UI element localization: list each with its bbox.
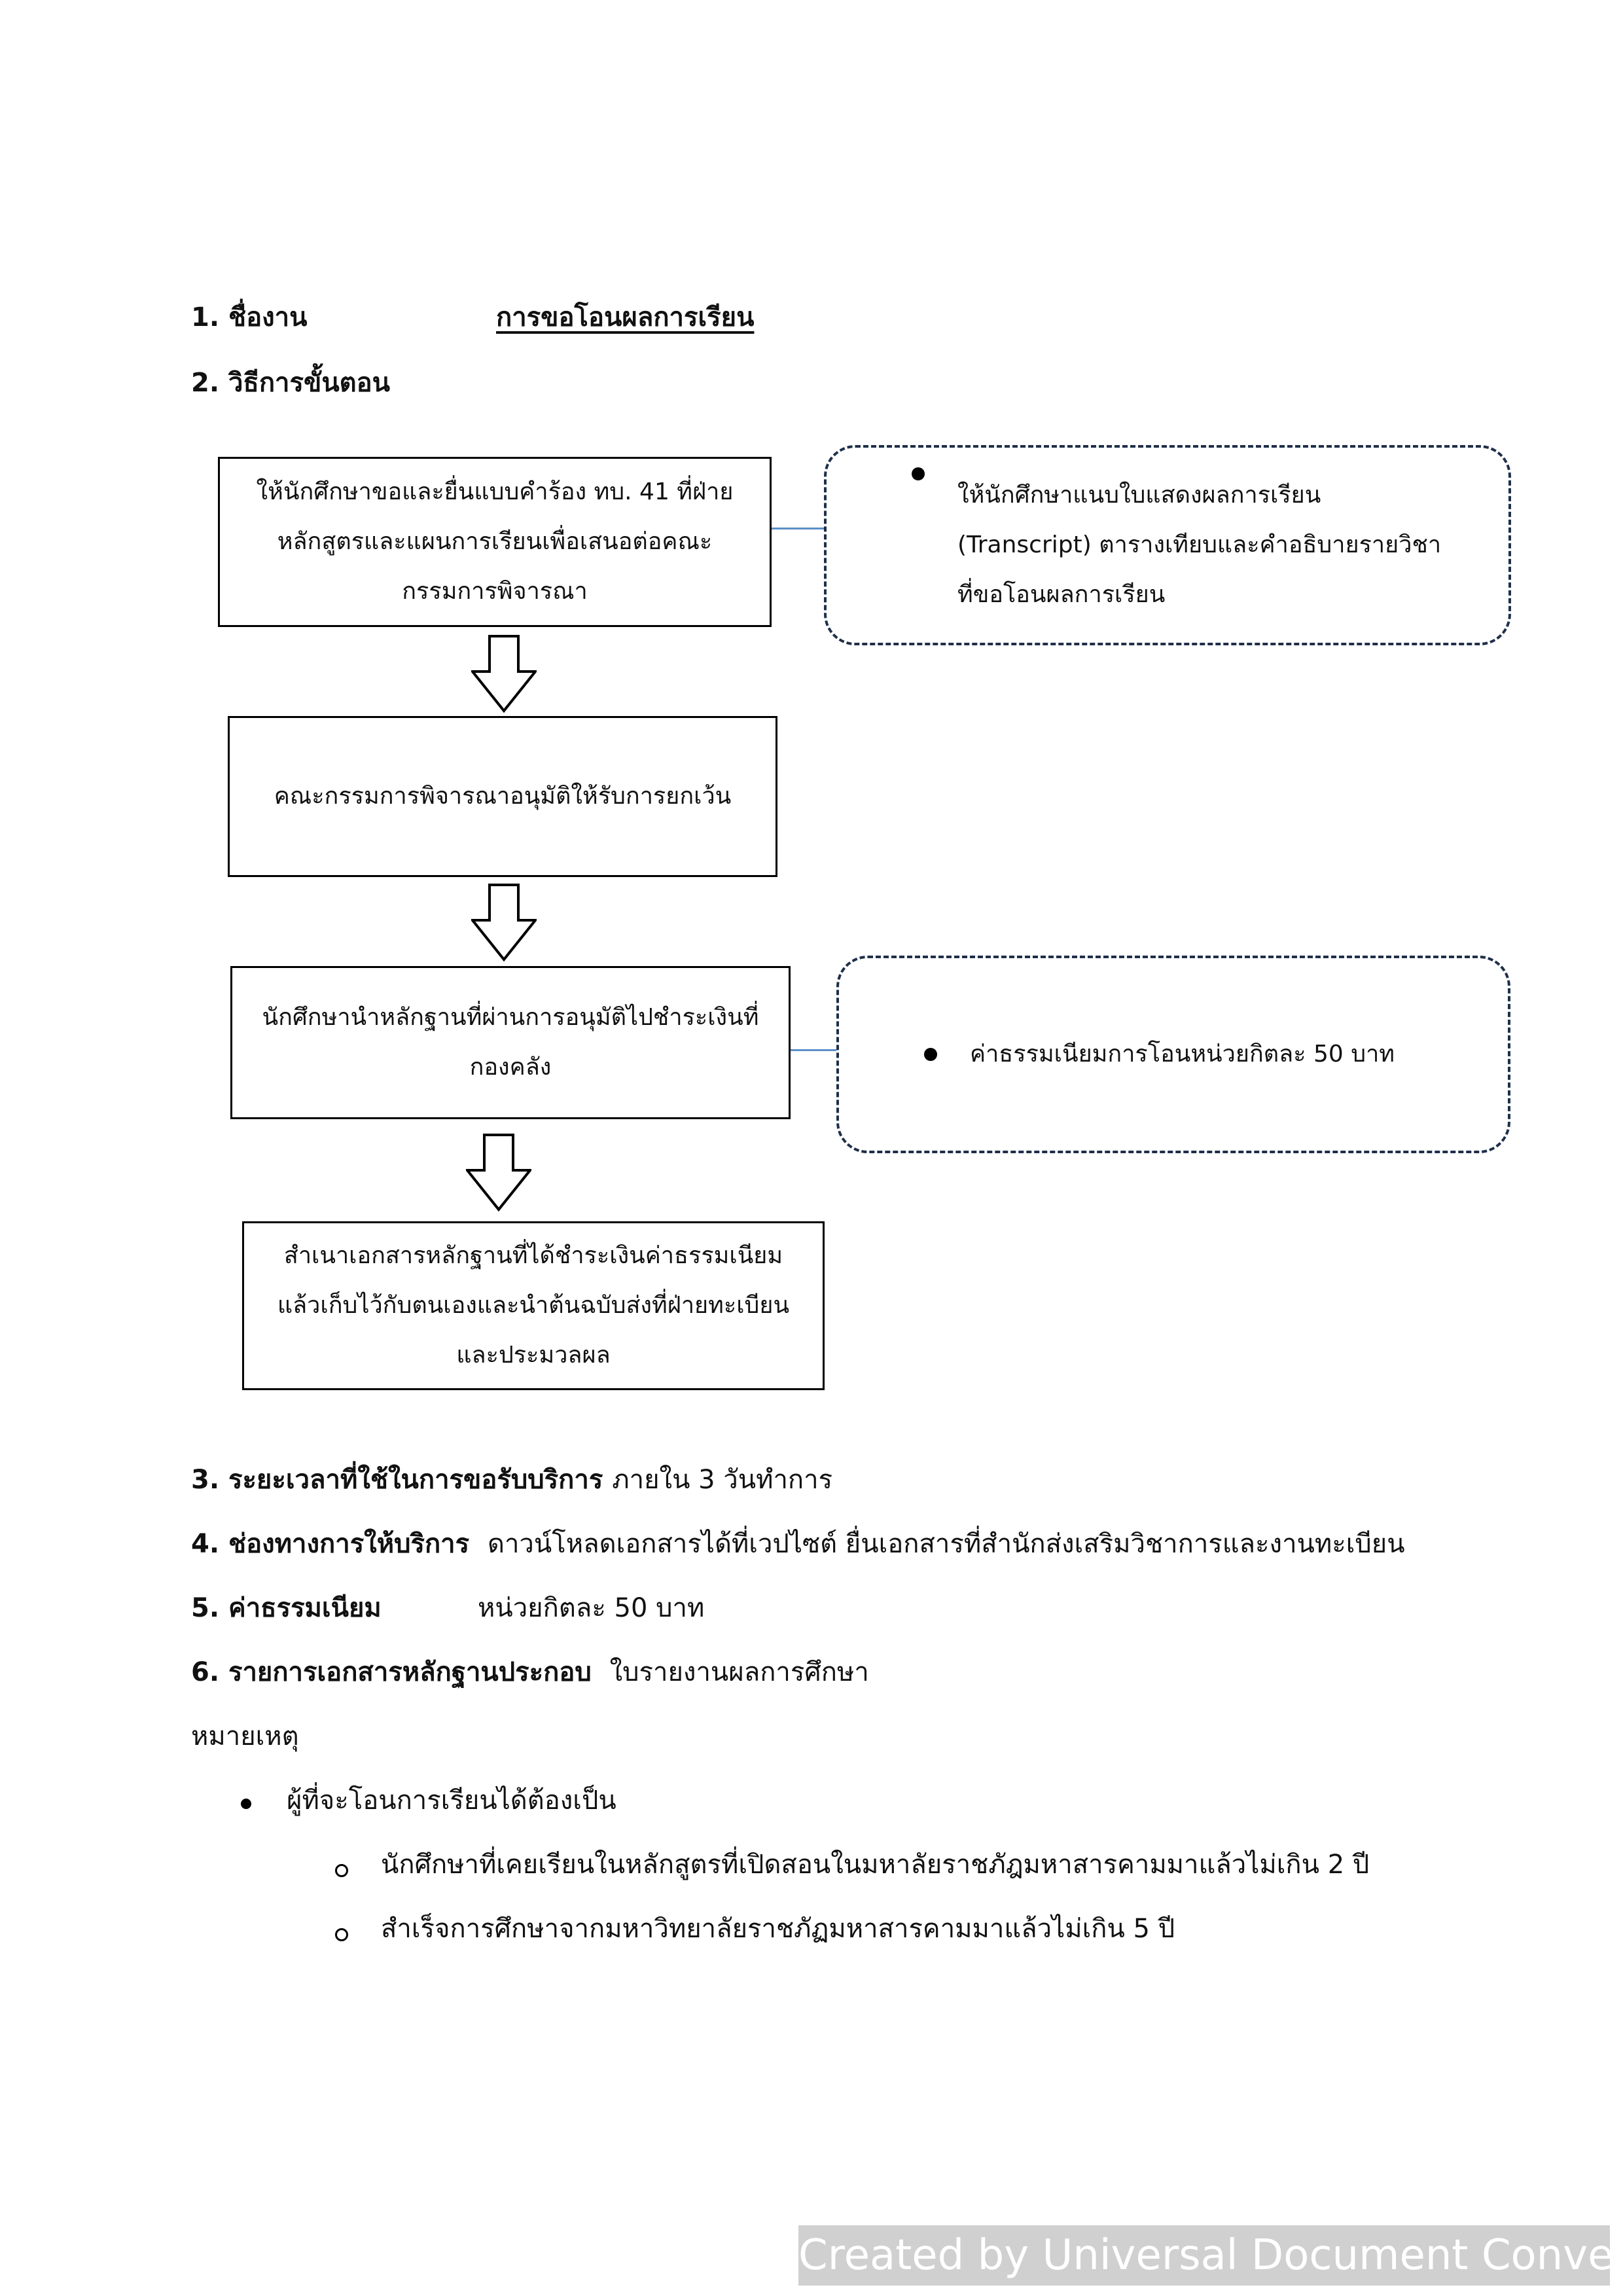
- connector-2: [791, 1049, 836, 1051]
- section-2-label: 2. วิธีการขั้นตอน: [191, 368, 391, 398]
- flow-step-1: ให้นักศึกษาขอและยื่นแบบคำร้อง ทบ. 41 ที่…: [218, 457, 772, 627]
- bullet-icon: [924, 1048, 937, 1061]
- section-5-label: 5. ค่าธรรมเนียม: [191, 1593, 382, 1623]
- section-6-value: ใบรายงานผลการศึกษา: [609, 1657, 869, 1687]
- section-3-value: ภายใน 3 วันทำการ: [612, 1465, 833, 1495]
- note-box-2: ค่าธรรมเนียมการโอนหน่วยกิตละ 50 บาท: [836, 956, 1510, 1153]
- document-title: การขอโอนผลการเรียน: [496, 302, 755, 332]
- section-4: 4. ช่องทางการให้บริการ ดาวน์โหลดเอกสารได…: [191, 1529, 1405, 1559]
- arrow-down-icon: [471, 635, 537, 713]
- open-bullet-icon: [335, 1928, 348, 1941]
- watermark-banner: Created by Universal Document Converter: [798, 2225, 1623, 2286]
- arrow-down-icon: [471, 884, 537, 962]
- section-3: 3. ระยะเวลาที่ใช้ในการขอรับบริการ ภายใน …: [191, 1465, 833, 1495]
- bullet-icon: [912, 467, 925, 480]
- remarks-label: หมายเหตุ: [191, 1721, 299, 1751]
- remarks-bullet: ผู้ที่จะโอนการเรียนได้ต้องเป็น: [287, 1785, 616, 1816]
- flow-step-3: นักศึกษานำหลักฐานที่ผ่านการอนุมัติไปชำระ…: [230, 966, 791, 1119]
- section-6: 6. รายการเอกสารหลักฐานประกอบ ใบรายงานผลก…: [191, 1657, 869, 1687]
- bullet-icon: [241, 1799, 251, 1809]
- flow-step-2: คณะกรรมการพิจารณาอนุมัติให้รับการยกเว้น: [228, 716, 777, 877]
- section-5-value: หน่วยกิตละ 50 บาท: [478, 1593, 705, 1623]
- connector-1: [772, 528, 824, 529]
- flow-step-4: สำเนาเอกสารหลักฐานที่ได้ชำระเงินค่าธรรมเ…: [242, 1221, 825, 1390]
- section-1-label: 1. ชื่องาน: [191, 302, 308, 332]
- note-box-1: ให้นักศึกษาแนบใบแสดงผลการเรียน (Transcri…: [824, 445, 1511, 645]
- remarks-sub-2: สำเร็จการศึกษาจากมหาวิทยาลัยราชภัฏมหาสาร…: [381, 1914, 1175, 1944]
- arrow-down-icon: [466, 1134, 531, 1212]
- section-4-value: ดาวน์โหลดเอกสารได้ที่เวปไซต์ ยื่นเอกสารท…: [487, 1529, 1405, 1559]
- remarks-sub-1: นักศึกษาที่เคยเรียนในหลักสูตรที่เปิดสอนใ…: [381, 1850, 1370, 1880]
- open-bullet-icon: [335, 1864, 348, 1877]
